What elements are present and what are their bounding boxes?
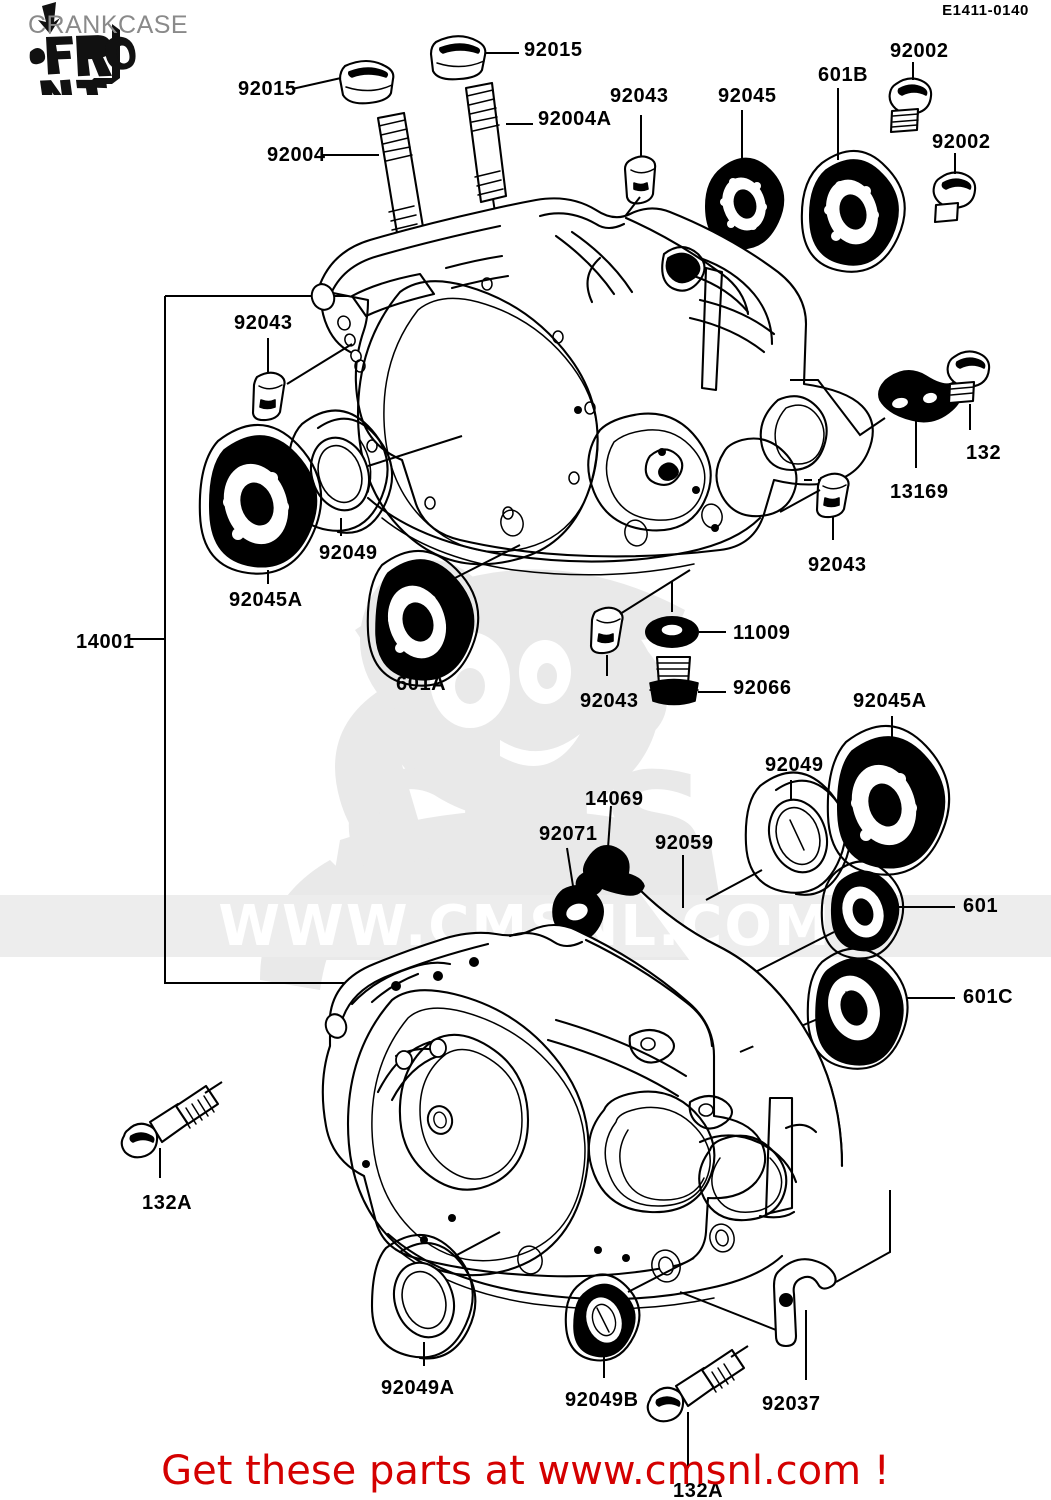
plug-92066 (649, 655, 726, 706)
bearing-601C (739, 947, 955, 1070)
clamp-92037 (679, 1190, 891, 1380)
part-number-callout-132a[interactable]: 132A (673, 1480, 724, 1500)
part-number-callout-92004a[interactable]: 92004A (538, 108, 612, 130)
part-number-callout-92059[interactable]: 92059 (655, 832, 714, 854)
part-number-callout-132[interactable]: 132 (966, 442, 1002, 464)
oil-hose-92059 (628, 855, 844, 1168)
bearing-92045A-left (198, 423, 323, 584)
part-number-callout-601a[interactable]: 601A (396, 673, 447, 695)
part-number-callout-92049[interactable]: 92049 (319, 542, 378, 564)
dowel-92043-right (779, 472, 850, 540)
oil-seal-92049-left (286, 409, 463, 536)
part-number-callout-92045[interactable]: 92045 (718, 85, 777, 107)
part-number-callout-601b[interactable]: 601B (818, 64, 869, 86)
part-number-callout-601[interactable]: 601 (963, 895, 999, 917)
bolt-132A-left (120, 1081, 223, 1178)
bolt-92002-upper (888, 62, 933, 134)
part-number-callout-92037[interactable]: 92037 (762, 1393, 821, 1415)
oil-seal-92049-right (705, 771, 852, 901)
part-number-callout-92066[interactable]: 92066 (733, 677, 792, 699)
part-number-callout-92015[interactable]: 92015 (524, 39, 583, 61)
sheet-code: E1411-0140 (942, 2, 1029, 19)
bearing-601 (719, 860, 955, 991)
nut-92015-right (429, 35, 487, 81)
watermark-brand: CMS (341, 742, 708, 916)
part-number-callout-92043[interactable]: 92043 (234, 312, 293, 334)
dowel-92043-top (609, 115, 657, 237)
part-number-callout-13169[interactable]: 13169 (890, 481, 949, 503)
oil-seal-92049A (370, 1231, 501, 1366)
bearing-601B (800, 88, 906, 273)
bolt-132 (946, 350, 991, 430)
part-number-callout-92045a[interactable]: 92045A (229, 589, 303, 611)
part-number-callout-92043[interactable]: 92043 (610, 85, 669, 107)
bearing-92045 (671, 110, 785, 268)
oil-seal-92049B (564, 1257, 695, 1378)
part-number-callout-92002[interactable]: 92002 (932, 131, 991, 153)
crankcase-half-upper (310, 197, 874, 576)
stud-92004 (376, 111, 426, 241)
dowel-92043-left (251, 338, 353, 422)
part-number-callout-14001[interactable]: 14001 (76, 631, 135, 653)
part-number-callout-92004[interactable]: 92004 (267, 144, 326, 166)
part-number-callout-92049b[interactable]: 92049B (565, 1389, 639, 1411)
page-title: CRANKCASE (28, 11, 189, 39)
crankcase-half-lower (321, 923, 818, 1310)
part-number-callout-92049[interactable]: 92049 (765, 754, 824, 776)
dowel-92043-centre (589, 569, 691, 676)
ad-banner[interactable]: Get these parts at www.cmsnl.com ! (161, 1448, 890, 1494)
assembly-bracket-14001 (128, 295, 570, 984)
part-number-callout-11009[interactable]: 11009 (733, 622, 791, 644)
stud-92004-group (291, 35, 533, 248)
washer-11009 (645, 582, 726, 648)
part-number-callout-92043[interactable]: 92043 (808, 554, 867, 576)
nut-92015-left (338, 59, 395, 105)
part-number-callout-92043[interactable]: 92043 (580, 690, 639, 712)
stud-92004A (464, 81, 508, 204)
bearing-601A (366, 544, 521, 687)
part-number-callout-601c[interactable]: 601C (963, 986, 1014, 1008)
fitting-14069 (575, 805, 645, 898)
part-number-callout-92045a[interactable]: 92045A (853, 690, 927, 712)
watermark-url: WWW.CMSNL.COM (218, 894, 831, 959)
part-number-callout-92071[interactable]: 92071 (539, 823, 598, 845)
part-number-callout-92015[interactable]: 92015 (238, 78, 297, 100)
bearing-92045A-right (826, 716, 951, 876)
bolt-92002-lower (932, 153, 977, 224)
part-number-callout-132a[interactable]: 132A (142, 1192, 193, 1214)
part-number-callout-14069[interactable]: 14069 (585, 788, 644, 810)
front-direction-marker (29, 2, 136, 95)
lever-13169 (790, 370, 962, 468)
part-number-callout-92049a[interactable]: 92049A (381, 1377, 455, 1399)
bracket-92071 (552, 847, 604, 952)
part-number-callout-92002[interactable]: 92002 (890, 40, 949, 62)
